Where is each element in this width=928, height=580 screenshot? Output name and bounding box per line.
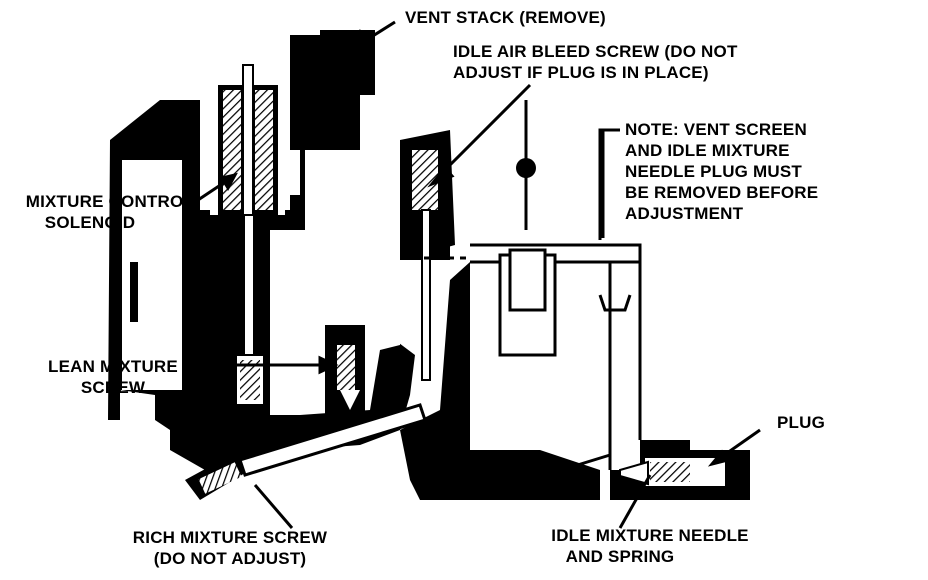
- note-line-3: NEEDLE PLUG MUST: [625, 162, 802, 181]
- idle-air-bleed-label-1: IDLE AIR BLEED SCREW (DO NOT: [453, 42, 738, 61]
- plug-label: PLUG: [777, 413, 826, 432]
- idle-needle-label-1: IDLE MIXTURE NEEDLE: [551, 526, 749, 545]
- mixture-control-label-1: MIXTURE CONTROL: [25, 192, 194, 211]
- rich-mixture-label-2: (DO NOT ADJUST): [153, 549, 307, 568]
- note-line-2: AND IDLE MIXTURE: [625, 141, 790, 160]
- rich-mixture-label-1: RICH MIXTURE SCREW: [132, 528, 328, 547]
- mixture-control-label-2: SOLENOID: [44, 213, 136, 232]
- vent-stack-label: VENT STACK (REMOVE): [405, 8, 606, 27]
- note-line-1: NOTE: VENT SCREEN: [625, 120, 807, 139]
- throttle-bore: [470, 128, 642, 470]
- rich-mixture-screw: [185, 403, 427, 500]
- carburetor-body: [108, 30, 455, 480]
- lean-mixture-label-1: LEAN MIXTURE: [48, 357, 178, 376]
- lean-mixture-label-2: SCREW: [80, 378, 146, 397]
- idle-needle-label-2: AND SPRING: [565, 547, 675, 566]
- note-line-4: BE REMOVED BEFORE: [625, 183, 819, 202]
- leader-lines: [185, 20, 761, 529]
- note-line-5: ADJUSTMENT: [625, 204, 744, 223]
- idle-air-bleed-label-2: ADJUST IF PLUG IS IN PLACE): [453, 63, 709, 82]
- throttle-plate: [400, 100, 611, 497]
